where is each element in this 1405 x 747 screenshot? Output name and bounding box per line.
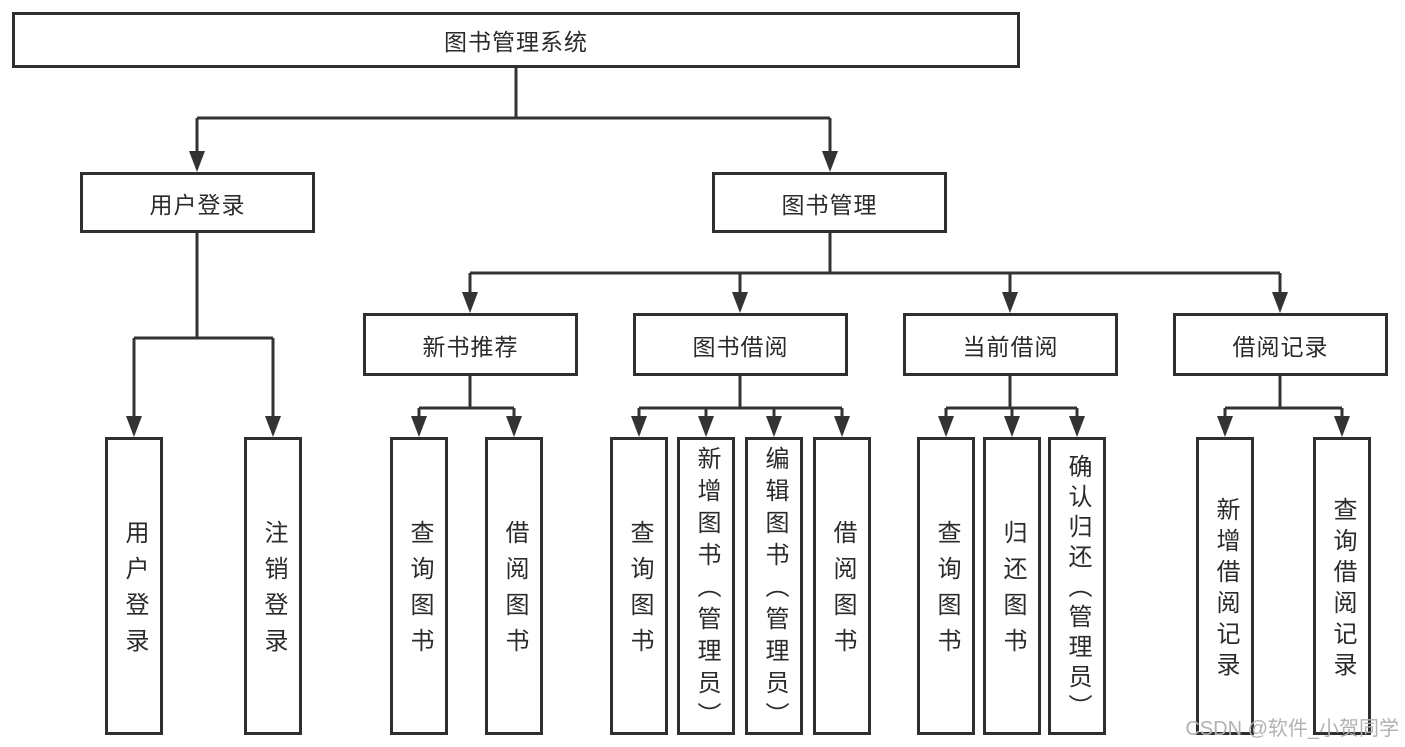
leaf-logout-label: 注销登录 xyxy=(260,520,287,664)
leaf-query-books-borrow-label: 查询图书 xyxy=(626,520,653,664)
node-root: 图书管理系统 xyxy=(12,12,1020,68)
leaf-user-login: 用户登录 xyxy=(105,437,163,735)
leaf-confirm-return-admin-label: 确认归还（管理员） xyxy=(1064,454,1091,724)
node-new-book-recommend-label: 新书推荐 xyxy=(422,333,519,360)
node-user-login-label: 用户登录 xyxy=(149,191,246,218)
leaf-query-books-current-label: 查询图书 xyxy=(933,520,960,664)
leaf-borrow-books-label: 借阅图书 xyxy=(829,520,856,664)
leaf-confirm-return-admin: 确认归还（管理员） xyxy=(1048,437,1106,735)
leaf-return-book-label: 归还图书 xyxy=(999,520,1026,664)
leaf-add-borrow-record-label: 新增借阅记录 xyxy=(1212,496,1239,683)
leaf-add-book-admin-label: 新增图书（管理员） xyxy=(693,446,720,734)
leaf-borrow-books: 借阅图书 xyxy=(813,437,871,735)
leaf-query-books-recommend-label: 查询图书 xyxy=(406,520,433,664)
leaf-borrow-books-recommend-label: 借阅图书 xyxy=(501,520,528,664)
leaf-edit-book-admin: 编辑图书（管理员） xyxy=(745,437,803,735)
leaf-query-books-borrow: 查询图书 xyxy=(610,437,668,735)
leaf-user-login-label: 用户登录 xyxy=(121,520,148,664)
leaf-query-borrow-record-label: 查询借阅记录 xyxy=(1329,496,1356,683)
node-book-management-label: 图书管理 xyxy=(781,191,878,218)
node-borrow-records: 借阅记录 xyxy=(1173,313,1388,376)
leaf-query-borrow-record: 查询借阅记录 xyxy=(1313,437,1371,735)
node-book-management: 图书管理 xyxy=(712,172,947,233)
leaf-add-borrow-record: 新增借阅记录 xyxy=(1196,437,1254,735)
node-borrow-records-label: 借阅记录 xyxy=(1232,333,1329,360)
leaf-borrow-books-recommend: 借阅图书 xyxy=(485,437,543,735)
leaf-edit-book-admin-label: 编辑图书（管理员） xyxy=(761,446,788,734)
node-user-login: 用户登录 xyxy=(80,172,315,233)
node-new-book-recommend: 新书推荐 xyxy=(363,313,578,376)
node-root-label: 图书管理系统 xyxy=(444,29,588,55)
leaf-return-book: 归还图书 xyxy=(983,437,1041,735)
node-book-borrow: 图书借阅 xyxy=(633,313,848,376)
leaf-query-books-recommend: 查询图书 xyxy=(390,437,448,735)
leaf-query-books-current: 查询图书 xyxy=(917,437,975,735)
leaf-logout: 注销登录 xyxy=(244,437,302,735)
csdn-watermark: CSDN @软件_小贺同学 xyxy=(1185,718,1399,740)
node-current-borrow-label: 当前借阅 xyxy=(962,333,1059,360)
node-current-borrow: 当前借阅 xyxy=(903,313,1118,376)
leaf-add-book-admin: 新增图书（管理员） xyxy=(677,437,735,735)
node-book-borrow-label: 图书借阅 xyxy=(692,333,789,360)
